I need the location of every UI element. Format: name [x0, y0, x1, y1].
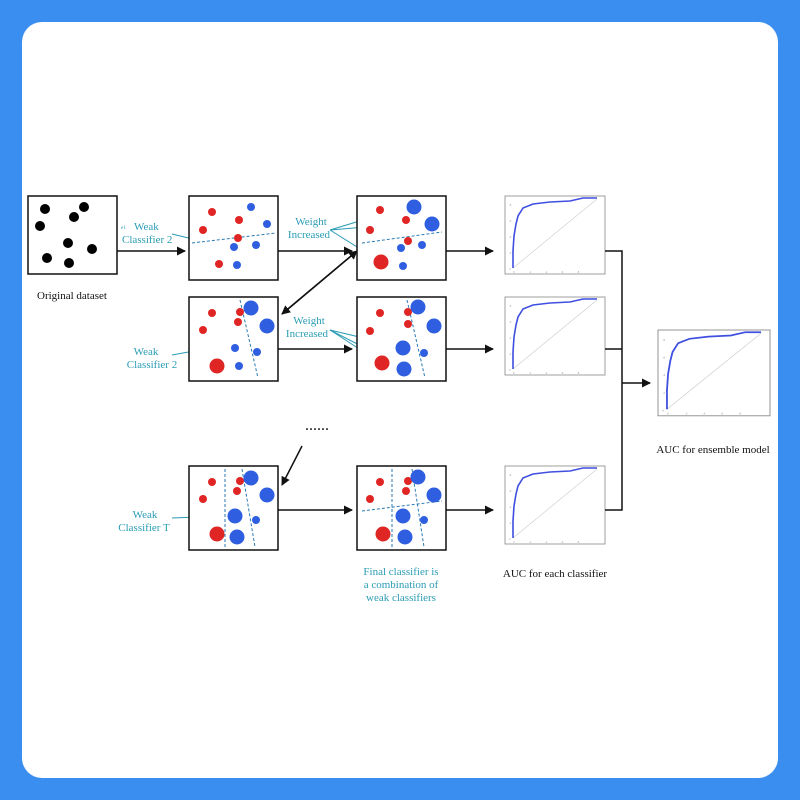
auc-ensemble-label: AUC for ensemble model — [656, 444, 769, 456]
auc-each-label: AUC for each classifier — [503, 568, 607, 580]
round2b-panel — [188, 296, 279, 382]
black-points — [35, 202, 97, 268]
roc-chart-1 — [504, 195, 606, 275]
roc-chart-ensemble — [657, 329, 771, 417]
weak-classifier-1-label-line1: Weak — [134, 221, 159, 233]
final-classifier-line3: weak classifiers — [366, 592, 436, 604]
roc-chart-2 — [504, 296, 606, 376]
diagram-card — [22, 22, 778, 778]
final-classifier-line1: Final classifier is — [363, 566, 438, 578]
weak-classifier-2-label-line1: Weak — [134, 346, 159, 358]
weight-increased-1-line2: Increased — [288, 229, 331, 241]
round1-panel — [188, 195, 279, 281]
round2-panel — [356, 195, 447, 281]
svg-text:e1: e1 — [121, 226, 126, 231]
original-dataset-panel: Original dataset — [27, 195, 118, 302]
final-panel — [356, 465, 447, 551]
round3-panel — [356, 296, 447, 382]
weak-classifier-2-label-line2: Classifier 2 — [127, 359, 177, 371]
weak-classifier-t-label-line1: Weak — [133, 509, 158, 521]
original-dataset-label: Original dataset — [37, 290, 107, 302]
weight-increased-2-line1: Weight — [293, 315, 325, 327]
roc-chart-T — [504, 465, 606, 545]
weak-classifier-t-label-line2: Classifier T — [118, 522, 170, 534]
final-classifier-line2: a combination of — [364, 579, 439, 591]
ellipsis: ...... — [305, 417, 329, 434]
weight-increased-2-line2: Increased — [286, 328, 329, 340]
weight-increased-1-line1: Weight — [295, 216, 327, 228]
weak-classifier-1-label-line2: Classifier 2 — [122, 234, 172, 246]
roundT-panel — [188, 465, 279, 551]
